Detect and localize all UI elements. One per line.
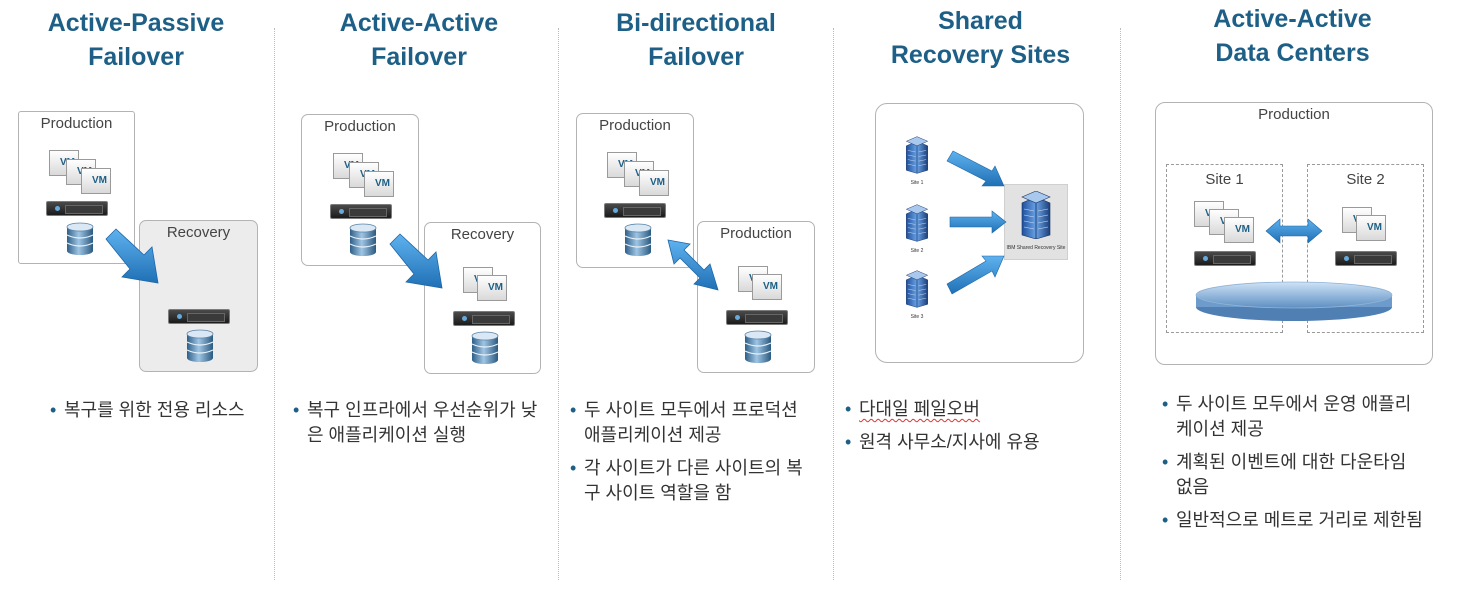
production-label: Production [1258,106,1330,123]
site-2-label: Site 2 [1346,171,1385,188]
production-box-secondary: Production VM VM [697,221,815,373]
production-label: Production [40,115,113,132]
bullet-item: 원격 사무소/지사에 유용 [845,430,1105,455]
production-box: Production Site 1 VM VM VM Site 2 VM VM [1155,102,1433,365]
recovery-box: Recovery VM VM [424,222,541,374]
recovery-label: Recovery [166,224,231,241]
production-label: Production [324,118,396,135]
server-icon [46,201,108,216]
recovery-label: Recovery [450,226,515,243]
vm-icon: VM [752,274,782,300]
bullet-list: 복구를 위한 전용 리소스 [50,398,255,431]
vm-icon: VM [639,170,669,196]
database-icon [744,330,772,364]
replication-arrows [946,150,1007,295]
building-icon [904,136,930,174]
column-divider-1 [274,28,275,580]
title-line-2: Failover [371,43,467,71]
server-icon [1335,251,1397,266]
column-title-bi-directional: Bi-directional Failover [578,6,814,74]
vm-icon: VM [81,168,111,194]
bullet-item: 다대일 페일오버 [845,397,1105,422]
building-icon [904,270,930,308]
title-line-1: Active-Active [1213,5,1372,33]
bullet-item: 계획된 이벤트에 대한 다운타임 없음 [1162,450,1427,500]
production-label: Production [599,117,671,134]
building-icon [904,204,930,242]
title-line-1: Active-Active [339,9,499,37]
bullet-text: 다대일 페일오버 [859,399,980,419]
server-icon [453,311,515,326]
vm-icon: VM [477,275,507,301]
site-label: Site 3 [910,314,924,320]
shared-recovery-box: Site 1 Site 2 Site 3 IBM Shared Recovery… [875,103,1084,363]
failover-arrow [105,228,159,284]
failover-arrow [389,233,443,289]
bullet-list: 복구 인프라에서 우선순위가 낮은 애플리케이션 실행 [293,398,538,456]
shared-site-label: IBM Shared Recovery Site [1006,245,1066,251]
bidirectional-arrow [1265,218,1323,244]
vm-icon: VM [1356,215,1386,241]
database-icon [349,223,377,257]
vm-icon: VM [1224,217,1254,243]
title-line-1: Bi-directional [616,9,776,37]
column-title-active-active-failover: Active-Active Failover [300,6,538,74]
shared-site-panel: IBM Shared Recovery Site [1004,184,1068,260]
shared-storage-disk [1195,281,1393,321]
bidirectional-arrow [667,239,719,291]
vm-icon: VM [364,171,394,197]
database-icon [66,222,94,256]
site-1-label: Site 1 [1205,171,1244,188]
bullet-item: 두 사이트 모두에서 운영 애플리케이션 제공 [1162,392,1427,442]
bullet-item: 복구를 위한 전용 리소스 [50,398,255,423]
column-divider-3 [833,28,834,580]
production-label: Production [720,225,792,242]
title-line-2: Failover [88,43,184,71]
title-line-2: Recovery Sites [890,41,1071,69]
recovery-box: Recovery [139,220,258,372]
database-icon [624,223,652,257]
server-icon [168,309,230,324]
column-title-active-passive: Active-Passive Failover [20,6,252,74]
site-label: Site 2 [910,248,924,254]
bullet-item: 일반적으로 메트로 거리로 제한됨 [1162,508,1427,533]
bullet-item: 각 사이트가 다른 사이트의 복구 사이트 역할을 함 [570,456,815,506]
site-2-box: Site 2 VM VM [1307,164,1424,333]
site-label: Site 1 [910,180,924,186]
server-icon [1194,251,1256,266]
title-line-1: Shared [938,7,1023,35]
title-line-2: Data Centers [1215,39,1370,67]
column-divider-4 [1120,28,1121,580]
bullet-list: 다대일 페일오버 원격 사무소/지사에 유용 [845,397,1105,463]
database-icon [471,331,499,365]
title-line-2: Failover [648,43,744,71]
site-1-box: Site 1 VM VM VM [1166,164,1283,333]
server-icon [330,204,392,219]
server-icon [604,203,666,218]
server-icon [726,310,788,325]
bullet-item: 복구 인프라에서 우선순위가 낮은 애플리케이션 실행 [293,398,538,448]
column-title-shared-recovery-sites: Shared Recovery Sites [858,4,1103,72]
title-line-1: Active-Passive [47,9,225,37]
building-icon [1019,191,1053,239]
bullet-item: 두 사이트 모두에서 프로덕션 애플리케이션 제공 [570,398,815,448]
database-icon [186,329,214,363]
bullet-list: 두 사이트 모두에서 프로덕션 애플리케이션 제공 각 사이트가 다른 사이트의… [570,398,815,514]
column-divider-2 [558,28,559,580]
column-title-active-active-data-centers: Active-Active Data Centers [1170,2,1415,70]
bullet-list: 두 사이트 모두에서 운영 애플리케이션 제공 계획된 이벤트에 대한 다운타임… [1162,392,1427,541]
